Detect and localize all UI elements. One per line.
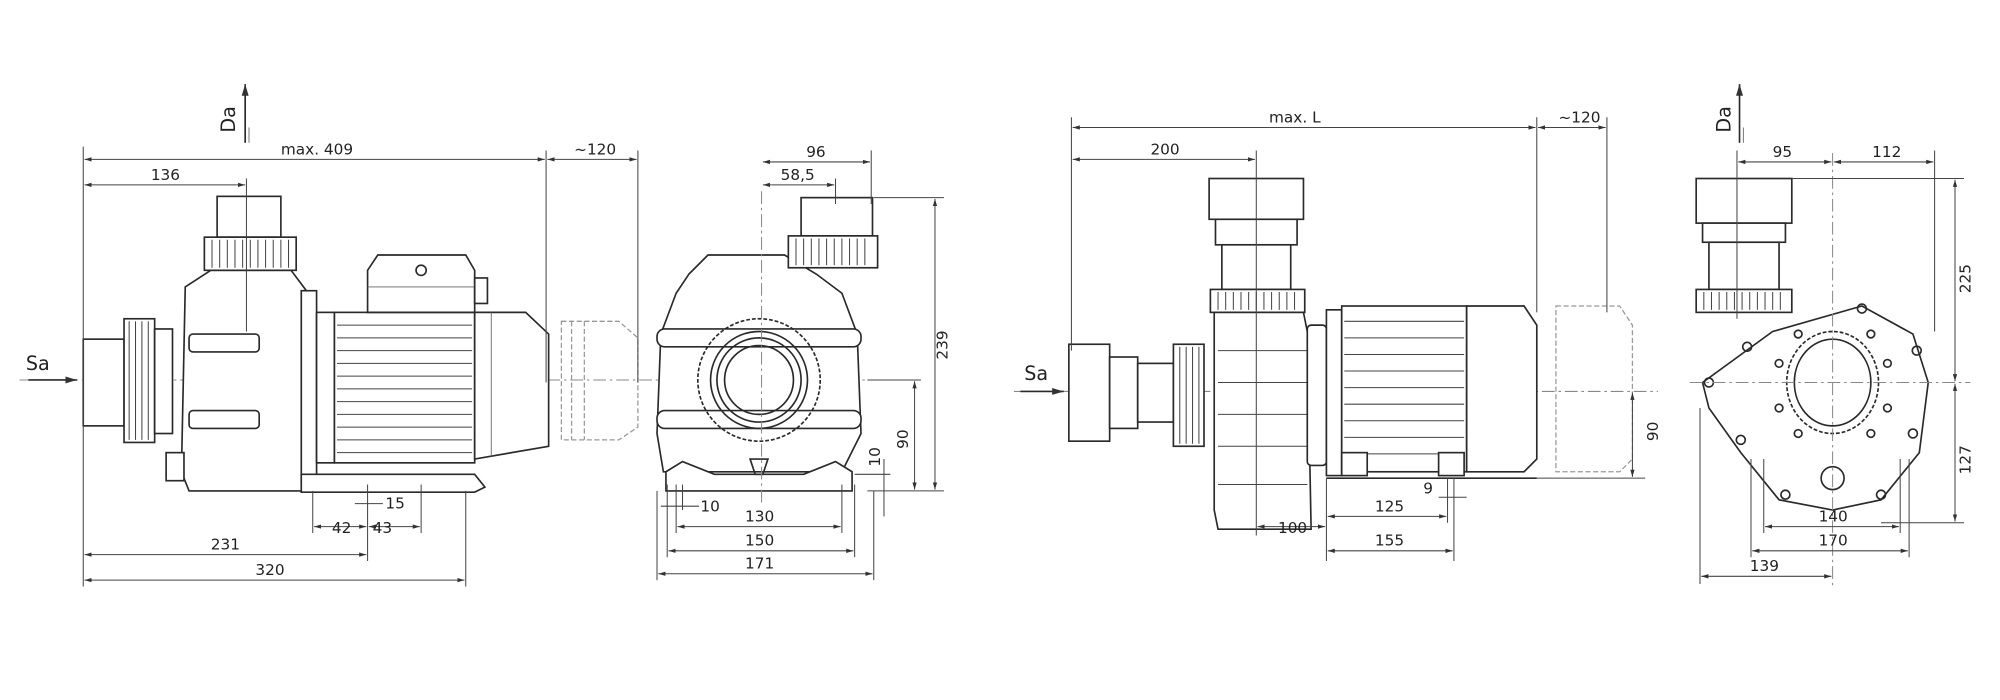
left-front-view: 96 58,5 239 90 10 10 130 150 171 <box>656 143 952 581</box>
dim-foot-left: 42 <box>332 519 351 537</box>
left-front-dimension-lines <box>656 150 944 581</box>
dim-base-width: 171 <box>745 555 774 573</box>
dim-base-length: 320 <box>255 561 284 579</box>
dim-inlet-to-outlet: 200 <box>1150 140 1179 158</box>
right-side-dimension-lines <box>1070 117 1646 562</box>
dim-axis-height: 127 <box>1956 445 1974 474</box>
left-side-view: Da Sa <box>19 84 919 587</box>
discharge-label: Da <box>1713 106 1736 132</box>
pump-side-body <box>1068 177 1634 530</box>
dim-foot-right: 43 <box>373 519 392 537</box>
dim-to-foot-center: 231 <box>211 536 240 554</box>
dim-axis-height: 90 <box>894 429 912 448</box>
dim-outlet-offset: 58,5 <box>781 166 815 184</box>
dim-upper-height: 225 <box>1956 264 1974 293</box>
left-side-dimension-lines <box>82 146 639 587</box>
dim-outlet-offset-right: 112 <box>1872 143 1901 161</box>
dim-base-length: 155 <box>1375 532 1404 550</box>
dim-foot-span-inner: 130 <box>745 507 774 525</box>
right-front-view: Da 95 112 225 127 140 170 139 <box>1689 84 1974 587</box>
right-side-view: Sa max. L ~ <box>1014 108 1662 562</box>
discharge-label: Da <box>217 106 240 132</box>
dim-left-to-axis: 139 <box>1750 557 1779 575</box>
right-front-dimension-lines <box>1699 150 1964 584</box>
dim-foot-span: 150 <box>745 532 774 550</box>
dim-motor-clearance: ~120 <box>574 140 616 158</box>
dim-foot-span: 170 <box>1819 532 1848 550</box>
dim-total-height: 239 <box>934 330 952 359</box>
dim-axis-height: 90 <box>1644 422 1662 441</box>
dim-pump-to-foot: 100 <box>1278 519 1307 537</box>
dim-foot-hole: 15 <box>385 495 404 513</box>
dim-foot-hole-front: 10 <box>700 497 719 515</box>
dim-foot-hole: 9 <box>1423 479 1433 497</box>
discharge-arrow-icon <box>1736 84 1744 143</box>
pump-front-body <box>1695 177 1930 511</box>
discharge-arrow-icon <box>241 84 250 143</box>
suction-label: Sa <box>1024 362 1048 385</box>
pump-front-body <box>656 196 879 492</box>
suction-label: Sa <box>26 352 50 375</box>
dim-max-length: max. L <box>1269 108 1321 126</box>
dim-outlet-offset-left: 95 <box>1773 143 1792 161</box>
dim-inlet-to-outlet: 136 <box>151 166 180 184</box>
dim-outlet-width: 96 <box>806 143 825 161</box>
pump-side-body <box>82 195 639 493</box>
dim-foot-span: 125 <box>1375 497 1404 515</box>
dim-motor-clearance: ~120 <box>1558 108 1600 126</box>
dim-foot-height: 10 <box>866 447 884 466</box>
dim-max-length: max. 409 <box>281 140 353 158</box>
dim-foot-span-inner: 140 <box>1819 507 1848 525</box>
